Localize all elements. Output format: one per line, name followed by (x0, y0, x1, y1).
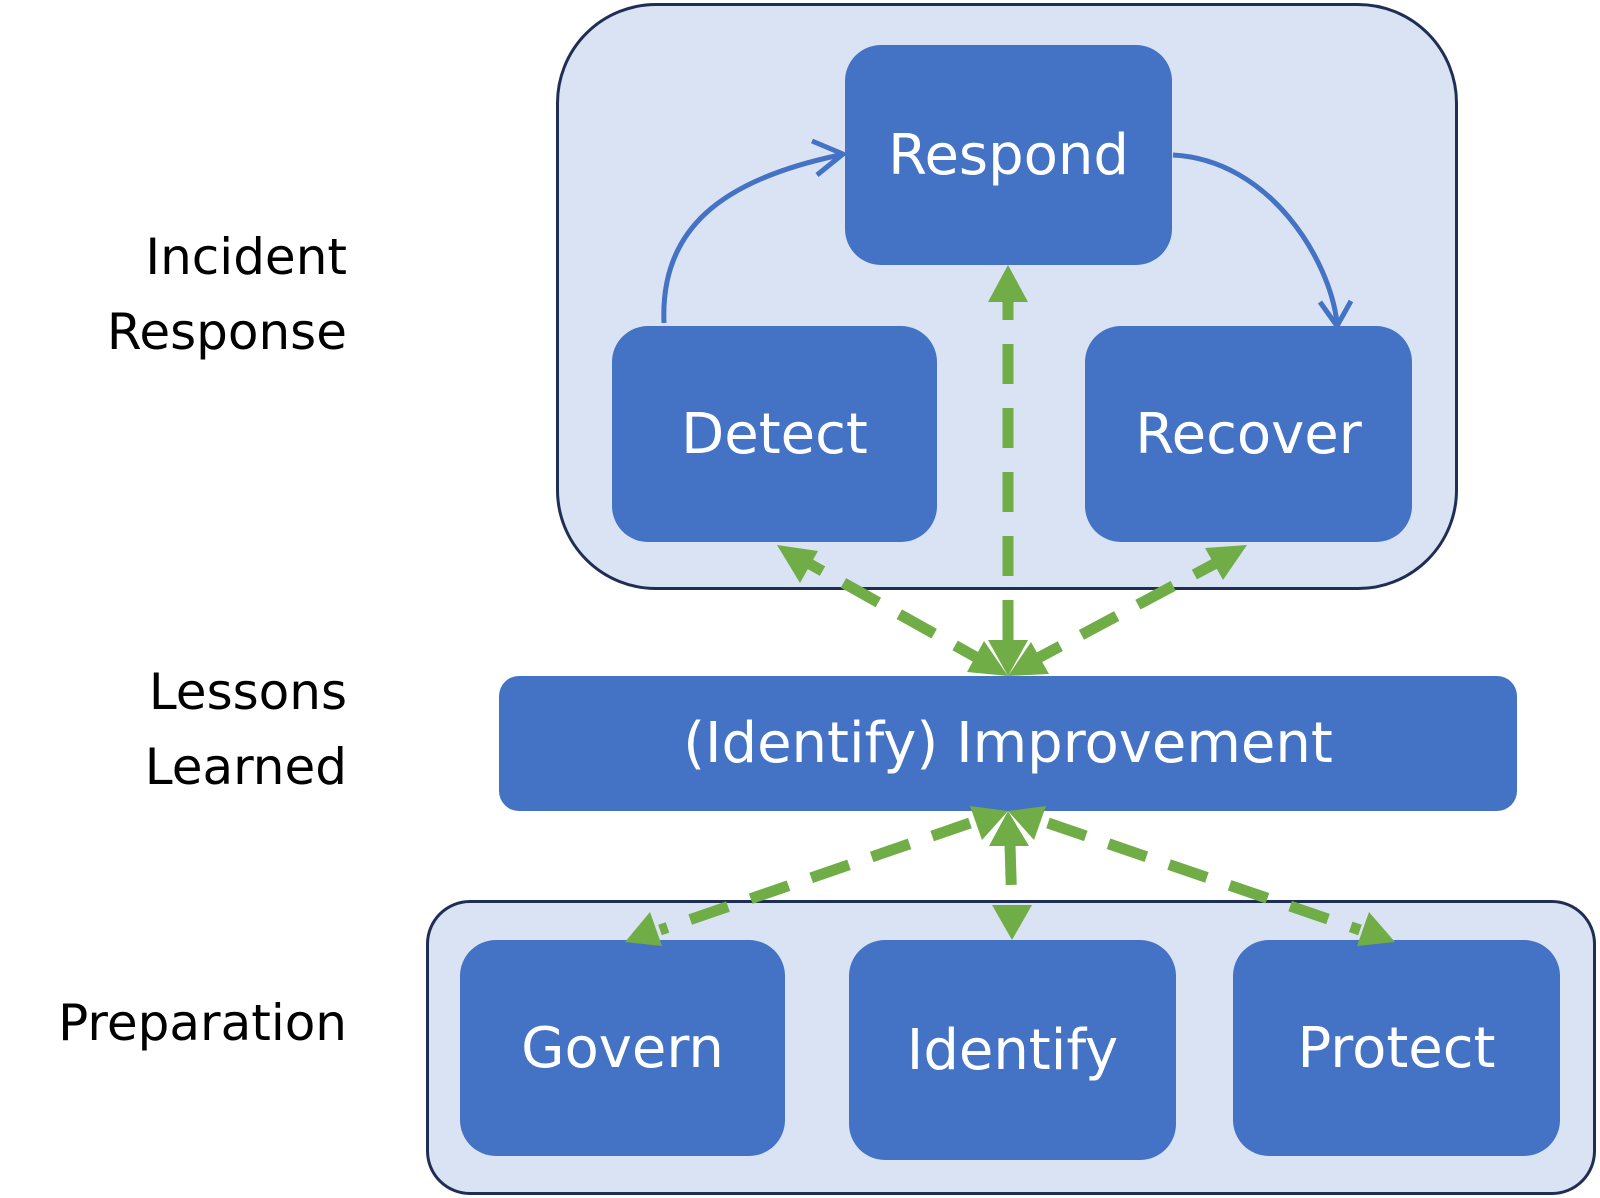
respond-to-recover-arrow (1172, 152, 1340, 324)
row-label-line: Response (106, 303, 347, 361)
improvement-bottom-right-arrowhead (1008, 806, 1046, 840)
identify-node: Identify (849, 940, 1176, 1160)
improvement-recover-link (1022, 558, 1219, 670)
protect-node: Protect (1233, 940, 1560, 1156)
detect-to-respond-arrowhead (811, 138, 846, 177)
respond-arrowhead (988, 265, 1028, 302)
improvement-identify-link (1004, 844, 1018, 911)
detect-to-respond-arrow (661, 152, 841, 324)
row-label-lessons-learned: Lessons Learned (145, 655, 347, 805)
row-label-line: Preparation (58, 994, 347, 1052)
improvement-bottom-left-arrowhead (970, 806, 1008, 840)
improvement-bottom-arrowhead (989, 811, 1029, 846)
respond-node: Respond (845, 45, 1172, 265)
row-label-incident-response: Incident Response (107, 220, 347, 370)
row-label-line: Learned (144, 738, 347, 796)
row-label-line: Lessons (148, 663, 347, 721)
improvement-right-arrowhead (1008, 642, 1049, 676)
row-label-line: Incident (145, 228, 347, 286)
improvement-protect-link (1046, 817, 1362, 936)
recover-arrowhead (1205, 545, 1247, 580)
detect-arrowhead (777, 545, 818, 583)
improvement-node: (Identify) Improvement (499, 676, 1517, 811)
improvement-govern-link (658, 817, 972, 936)
improvement-detect-link (805, 558, 993, 670)
recover-node: Recover (1085, 326, 1412, 542)
detect-node: Detect (612, 326, 937, 542)
improvement-left-arrowhead (967, 641, 1008, 676)
respond-to-recover-arrowhead (1317, 299, 1354, 329)
identify-arrowhead (992, 905, 1032, 940)
improvement-top-arrowhead (988, 640, 1028, 676)
govern-node: Govern (460, 940, 785, 1156)
row-label-preparation: Preparation (58, 986, 347, 1061)
protect-arrowhead (1357, 912, 1395, 946)
govern-arrowhead (625, 912, 662, 946)
